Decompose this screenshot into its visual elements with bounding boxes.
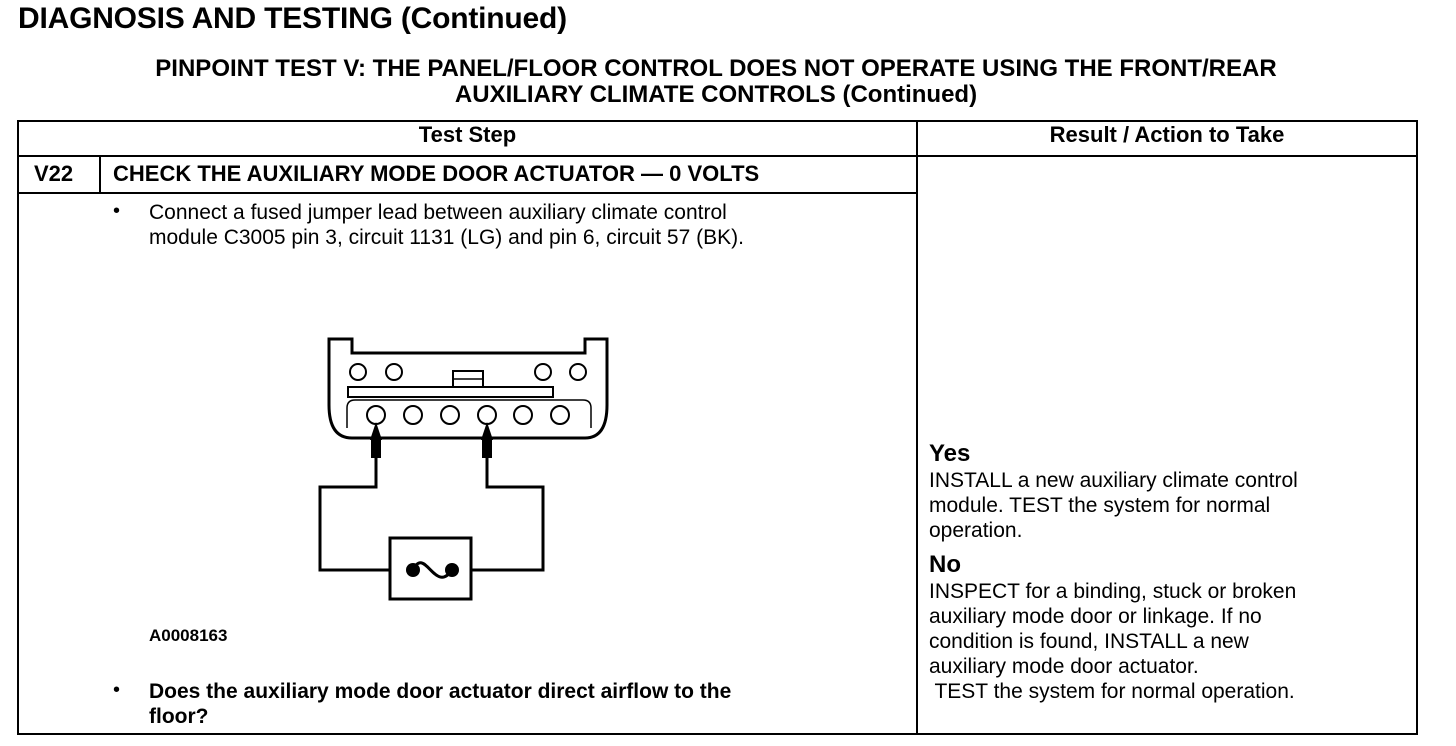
connector-jumper-diagram <box>318 337 609 601</box>
step-id-divider <box>99 155 101 193</box>
table-left-border <box>17 120 19 735</box>
connector-pin-icon <box>513 405 533 425</box>
fuse-terminal-left <box>406 563 420 577</box>
fuse-terminal-right <box>445 563 459 577</box>
connector-pin-3 <box>366 405 386 425</box>
result-no-line: auxiliary mode door actuator. <box>929 655 1199 678</box>
probe-body-left <box>371 440 381 458</box>
result-no-label: No <box>929 551 961 578</box>
jumper-lead-right <box>471 440 545 572</box>
result-yes-line: INSTALL a new auxiliary climate control <box>929 469 1298 492</box>
connector-pin-6 <box>477 405 497 425</box>
probe-body-right <box>482 440 492 458</box>
step-title: CHECK THE AUXILIARY MODE DOOR ACTUATOR —… <box>113 161 760 186</box>
connector-inner-face <box>346 399 592 428</box>
step-title-bottom-border <box>17 192 918 194</box>
page-title: DIAGNOSIS AND TESTING (Continued) <box>18 2 567 35</box>
result-action-header: Result / Action to Take <box>1049 122 1285 147</box>
connector-cavity-icon <box>569 363 587 381</box>
result-yes-line: operation. <box>929 519 1023 542</box>
connector-cavity-icon <box>534 363 552 381</box>
result-no-line: auxiliary mode door or linkage. If no <box>929 605 1262 628</box>
bullet-icon: • <box>113 200 121 222</box>
probe-tip-left <box>370 422 382 440</box>
figure-id: A0008163 <box>149 626 228 645</box>
table-right-border <box>1416 120 1418 735</box>
column-divider <box>916 120 918 735</box>
connector-pin-icon <box>550 405 570 425</box>
table-top-border <box>17 120 1418 122</box>
question-line: Does the auxiliary mode door actuator di… <box>149 680 732 703</box>
test-step-header: Test Step <box>418 122 517 147</box>
connector-cavity-icon <box>385 363 403 381</box>
result-yes-line: module. TEST the system for normal <box>929 494 1271 517</box>
instruction-line: Connect a fused jumper lead between auxi… <box>149 201 727 224</box>
connector-pin-icon <box>440 405 460 425</box>
probe-tip-right <box>481 422 493 440</box>
fuse-box <box>388 536 473 601</box>
connector-cavity-icon <box>349 363 367 381</box>
result-no-line: TEST the system for normal operation. <box>929 680 1295 703</box>
bullet-icon: • <box>113 679 121 701</box>
result-yes-action: INSTALL a new auxiliary climate control … <box>929 468 1298 543</box>
connector-pin-icon <box>403 405 423 425</box>
result-yes-label: Yes <box>929 440 971 467</box>
result-no-action: INSPECT for a binding, stuck or broken a… <box>929 579 1296 704</box>
question-line: floor? <box>149 705 209 728</box>
result-no-line: condition is found, INSTALL a new <box>929 630 1249 653</box>
table-bottom-border <box>17 733 1418 735</box>
step-id: V22 <box>34 161 74 186</box>
pinpoint-test-title: PINPOINT TEST V: THE PANEL/FLOOR CONTROL… <box>0 56 1432 108</box>
step-instruction: Connect a fused jumper lead between auxi… <box>149 200 744 250</box>
step-question: Does the auxiliary mode door actuator di… <box>149 679 731 729</box>
connector-latch-bar <box>347 386 554 398</box>
pinpoint-test-title-line-1: PINPOINT TEST V: THE PANEL/FLOOR CONTROL… <box>155 55 1277 82</box>
header-bottom-border <box>17 155 1418 157</box>
pinpoint-test-title-line-2: AUXILIARY CLIMATE CONTROLS (Continued) <box>454 81 978 108</box>
result-no-line: INSPECT for a binding, stuck or broken <box>929 580 1297 603</box>
connector-c3005-outline <box>327 337 609 440</box>
instruction-line: module C3005 pin 3, circuit 1131 (LG) an… <box>149 226 744 249</box>
jumper-lead-left <box>318 440 390 572</box>
